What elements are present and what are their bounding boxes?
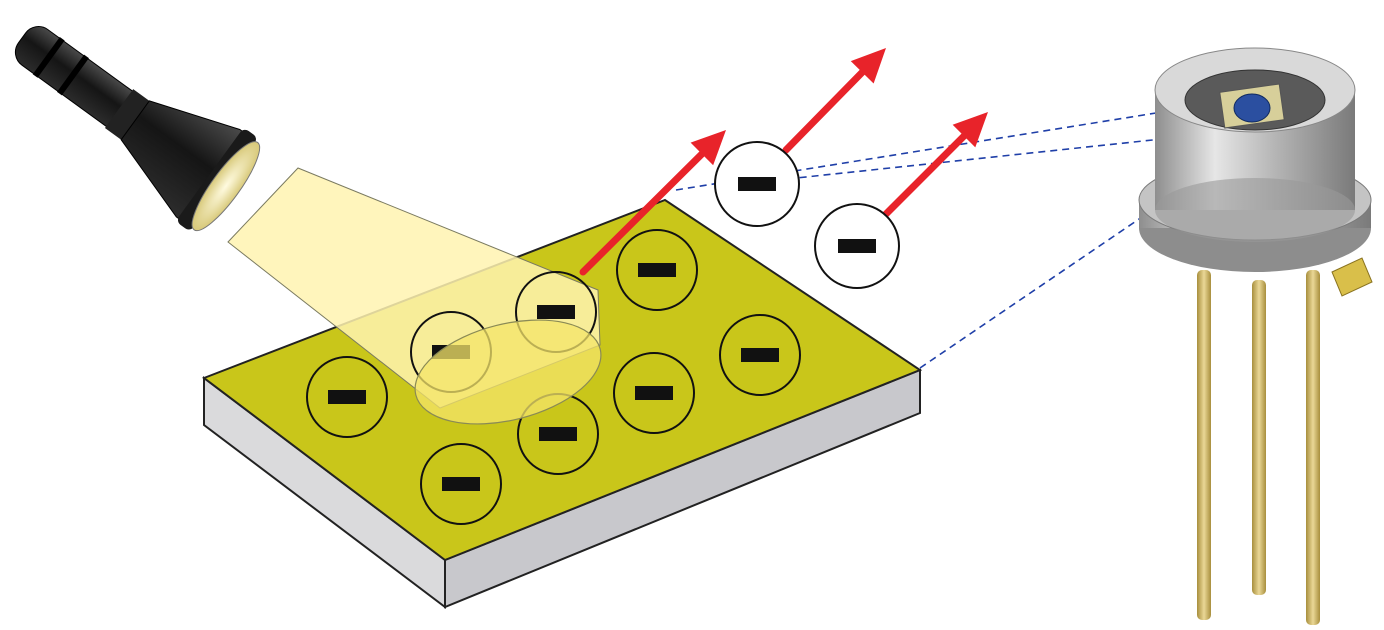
bound-electron	[613, 352, 695, 434]
sensor-tab	[1331, 257, 1373, 297]
emission-arrow	[579, 130, 726, 276]
emitted-electron	[714, 141, 800, 227]
minus-sign-icon	[442, 477, 480, 491]
emitted-electron	[814, 203, 900, 289]
photodetector-icon	[1138, 47, 1373, 625]
minus-sign-icon	[838, 239, 876, 253]
sensor-lead-middle	[1252, 280, 1266, 595]
bound-electron	[616, 229, 698, 311]
emission-arrows	[579, 48, 988, 276]
sensor-lead-right	[1306, 270, 1320, 625]
minus-sign-icon	[635, 386, 673, 400]
illuminated-spot	[414, 319, 602, 425]
minus-sign-icon	[741, 348, 779, 362]
minus-sign-icon	[738, 177, 776, 191]
emitted-electrons	[714, 141, 900, 289]
emission-arrow	[882, 112, 988, 218]
bound-electron	[306, 356, 388, 438]
minus-sign-icon	[638, 263, 676, 277]
sensor-lead-left	[1197, 270, 1211, 620]
bound-electron	[420, 443, 502, 525]
minus-sign-icon	[537, 305, 575, 319]
minus-sign-icon	[328, 390, 366, 404]
minus-sign-icon	[539, 427, 577, 441]
emission-arrow	[782, 48, 886, 154]
bound-electron	[719, 314, 801, 396]
sensor-chip	[1233, 93, 1271, 123]
flashlight-icon	[14, 26, 261, 232]
